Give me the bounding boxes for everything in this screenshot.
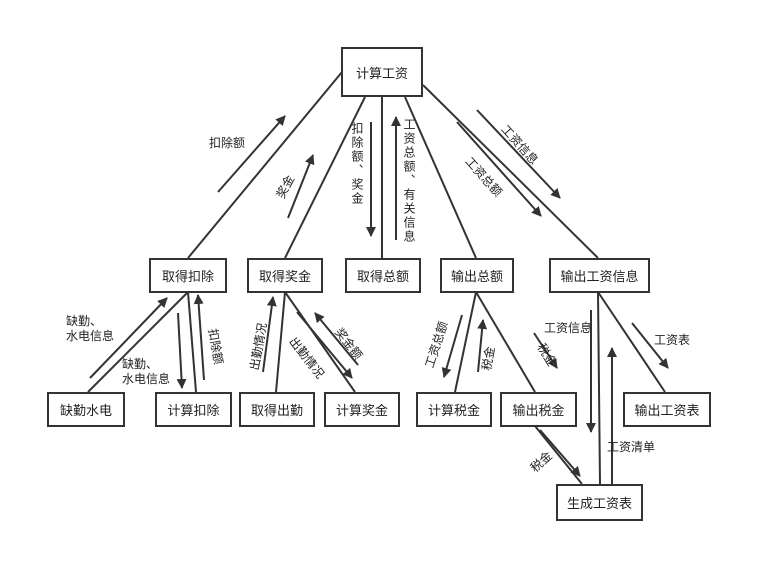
label-total-related-info: 工资总额、有关信息 xyxy=(402,118,416,244)
flow-attend-2 xyxy=(296,311,353,379)
node-calc-salary: 计算工资 xyxy=(341,47,423,97)
label-absence-info-2: 缺勤、 水电信息 xyxy=(122,357,171,386)
flow-bonus-amount xyxy=(314,312,359,366)
flow-salary-total xyxy=(456,121,542,217)
node-get-total: 取得总额 xyxy=(345,258,421,293)
edge-deduct-absence xyxy=(87,291,189,393)
label-salary-info-2: 工资信息 xyxy=(544,321,593,335)
edge-outtotal-outtax xyxy=(475,291,536,393)
edge-outinfo-gen xyxy=(597,291,601,485)
node-output-salary-table: 输出工资表 xyxy=(623,392,711,427)
node-get-bonus: 取得奖金 xyxy=(247,258,323,293)
flow-deduct-amount-2 xyxy=(193,294,205,381)
node-output-tax: 输出税金 xyxy=(500,392,577,427)
edge-deduct-calc xyxy=(187,291,197,393)
flow-deduct-amount xyxy=(217,115,286,193)
flow-bonus xyxy=(287,154,315,219)
edge-outinfo-outtable xyxy=(597,291,666,393)
edge-root-outinfo xyxy=(422,84,599,259)
flow-salary-total-2 xyxy=(441,314,463,378)
edge-root-bonus xyxy=(284,96,366,259)
node-calc-bonus: 计算奖金 xyxy=(324,392,400,427)
node-get-deduction: 取得扣除 xyxy=(149,258,227,293)
node-calc-tax: 计算税金 xyxy=(416,392,492,427)
node-absence-utilities: 缺勤水电 xyxy=(47,392,125,427)
flow-tax-1 xyxy=(477,319,488,373)
label-salary-table: 工资表 xyxy=(654,333,691,347)
node-calc-deduction: 计算扣除 xyxy=(155,392,232,427)
label-deduct-amount: 扣除额 xyxy=(209,136,246,150)
label-deduct-bonus: 扣除额、奖金 xyxy=(350,122,364,206)
edge-root-outtotal xyxy=(404,96,477,259)
flow-tax-3 xyxy=(539,429,581,477)
flow-absence-info-2 xyxy=(176,312,187,389)
label-absence-info-1: 缺勤、 水电信息 xyxy=(66,314,115,343)
label-salary-list: 工资清单 xyxy=(607,440,656,454)
edge-outtotal-calctax xyxy=(454,291,477,393)
node-get-attendance: 取得出勤 xyxy=(239,392,315,427)
edge-bonus-attend xyxy=(275,291,286,393)
flow-attend-1 xyxy=(262,296,277,373)
flow-salary-info xyxy=(476,109,561,199)
node-generate-salary-table: 生成工资表 xyxy=(556,484,643,521)
flow-tax-2 xyxy=(533,332,558,369)
node-output-salary-info: 输出工资信息 xyxy=(549,258,650,293)
node-output-total: 输出总额 xyxy=(440,258,514,293)
flow-salary-table xyxy=(631,322,669,369)
flow-absence-info-1 xyxy=(89,297,168,379)
edge-root-deduct xyxy=(187,71,343,259)
